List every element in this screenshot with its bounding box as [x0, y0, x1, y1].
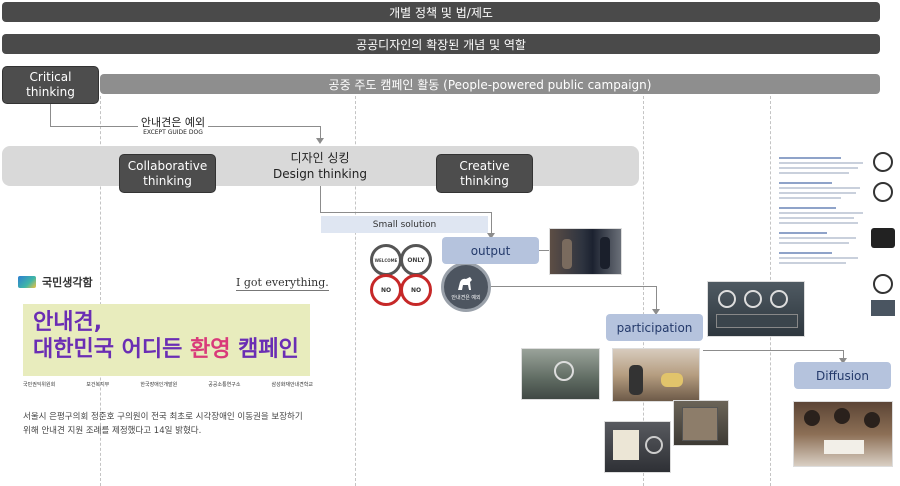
connector-critical-arrowdown — [320, 126, 321, 140]
output-photo — [549, 228, 622, 275]
guide-dog-label-en: EXCEPT GUIDE DOG — [143, 129, 203, 136]
arrow-head-4 — [839, 358, 847, 364]
news-icon-1 — [873, 152, 893, 172]
design-thinking-kr: 디자인 싱킹 — [290, 151, 350, 165]
connector-critical-down — [50, 104, 51, 126]
small-solution-label: Small solution — [372, 219, 437, 230]
policy-bar-label: 개별 정책 및 법/제도 — [389, 5, 493, 20]
connector-output-right — [539, 250, 549, 251]
connector-to-participation-h — [491, 286, 657, 287]
output-box: output — [442, 237, 539, 264]
diffusion-photo — [793, 401, 893, 467]
no-sign-1: NO — [370, 274, 402, 306]
participation-photo-1 — [521, 348, 600, 400]
arrow-head-2 — [487, 233, 495, 239]
connector-to-diffusion-h — [703, 350, 843, 351]
connector-to-output — [491, 212, 492, 236]
logo-3: 한국장애인개발원 — [140, 382, 178, 388]
connector-design-right — [320, 212, 492, 213]
participation-photo-2 — [612, 348, 700, 402]
poster-title-line1: 안내견, — [33, 310, 103, 335]
poster-title-part3: 캠페인 — [230, 337, 299, 362]
news-icon-2 — [873, 182, 893, 202]
participation-box: participation — [606, 314, 703, 341]
news-icon-3 — [871, 228, 895, 248]
sticker-sheet: WELCOME ONLY NO NO — [368, 242, 432, 312]
poster-brand: 국민생각함 — [18, 274, 93, 290]
design-thinking-en: Design thinking — [272, 167, 367, 181]
logo-4: 공공소통연구소 — [208, 382, 241, 388]
critical-thinking-box: Critical thinking — [2, 66, 99, 104]
poster-tagline-text: I got everything. — [236, 276, 329, 289]
diffusion-label: Diffusion — [816, 368, 869, 383]
dog-icon — [458, 276, 472, 290]
news-article — [775, 150, 871, 280]
public-design-bar-label: 공공디자인의 확장된 개념 및 역할 — [356, 37, 526, 52]
participation-photo-3 — [673, 400, 729, 446]
only-sign: ONLY — [400, 244, 432, 276]
divider-3 — [643, 96, 644, 486]
public-design-bar: 공공디자인의 확장된 개념 및 역할 — [2, 34, 880, 54]
design-thinking-label: 디자인 싱킹 Design thinking — [265, 150, 375, 182]
decal-text: 안내견은 예외 — [451, 294, 481, 301]
creative-thinking-box: Creative thinking — [436, 154, 533, 193]
small-solution-bar: Small solution — [321, 216, 488, 233]
poster-caption: 서울시 은평구의회 정준호 구의원이 전국 최초로 시각장애인 이동권을 보장하… — [23, 410, 313, 438]
logo-2: 보건복지부 — [86, 382, 110, 388]
poster-logos: 국민권익위원회 보건복지부 한국장애인개발원 공공소통연구소 삼성화재안내견학교 — [23, 381, 313, 388]
diffusion-box: Diffusion — [794, 362, 891, 389]
divider-2 — [355, 96, 356, 486]
news-icon-4 — [873, 274, 893, 294]
guide-dog-label-kr: 안내견은 예외 — [140, 116, 206, 129]
signage-photo — [707, 281, 805, 337]
divider-1 — [100, 96, 101, 486]
critical-thinking-label: Critical thinking — [26, 70, 75, 99]
connector-design-down — [320, 186, 321, 212]
poster-caption-text: 서울시 은평구의회 정준호 구의원이 전국 최초로 시각장애인 이동권을 보장하… — [23, 412, 303, 436]
participation-label: participation — [616, 320, 693, 335]
output-label: output — [470, 243, 511, 258]
poster-tagline: I got everything. — [236, 276, 329, 291]
guide-dog-label: 안내견은 예외 EXCEPT GUIDE DOG — [138, 116, 208, 137]
news-photo — [871, 300, 895, 316]
poster-banner: 안내견, 대한민국 어디든 환영 캠페인 — [23, 304, 310, 376]
policy-bar: 개별 정책 및 법/제도 — [2, 2, 880, 22]
participation-photo-4 — [604, 421, 671, 473]
logo-1: 국민권익위원회 — [23, 382, 56, 388]
no-sign-2: NO — [400, 274, 432, 306]
connector-to-diffusion-v — [843, 350, 844, 360]
poster-title-highlight: 환영 — [190, 337, 231, 362]
campaign-bar: 공중 주도 캠페인 활동 (People-powered public camp… — [100, 74, 880, 94]
brand-logo-icon — [18, 276, 36, 288]
arrow-head-3 — [652, 309, 660, 315]
logo-5: 삼성화재안내견학교 — [271, 382, 313, 388]
collaborative-thinking-box: Collaborative thinking — [119, 154, 216, 193]
poster-title-part1: 대한민국 어디든 — [33, 337, 190, 362]
guide-dog-decal: 안내견은 예외 — [441, 262, 491, 312]
campaign-bar-label: 공중 주도 캠페인 활동 (People-powered public camp… — [328, 77, 652, 92]
creative-thinking-label: Creative thinking — [459, 158, 510, 188]
welcome-sign: WELCOME — [370, 244, 402, 276]
collaborative-thinking-label: Collaborative thinking — [127, 158, 208, 188]
arrow-head-1 — [316, 138, 324, 144]
connector-to-participation-v — [656, 286, 657, 312]
poster-title-line2: 대한민국 어디든 환영 캠페인 — [33, 336, 300, 364]
brand-name: 국민생각함 — [42, 276, 93, 289]
